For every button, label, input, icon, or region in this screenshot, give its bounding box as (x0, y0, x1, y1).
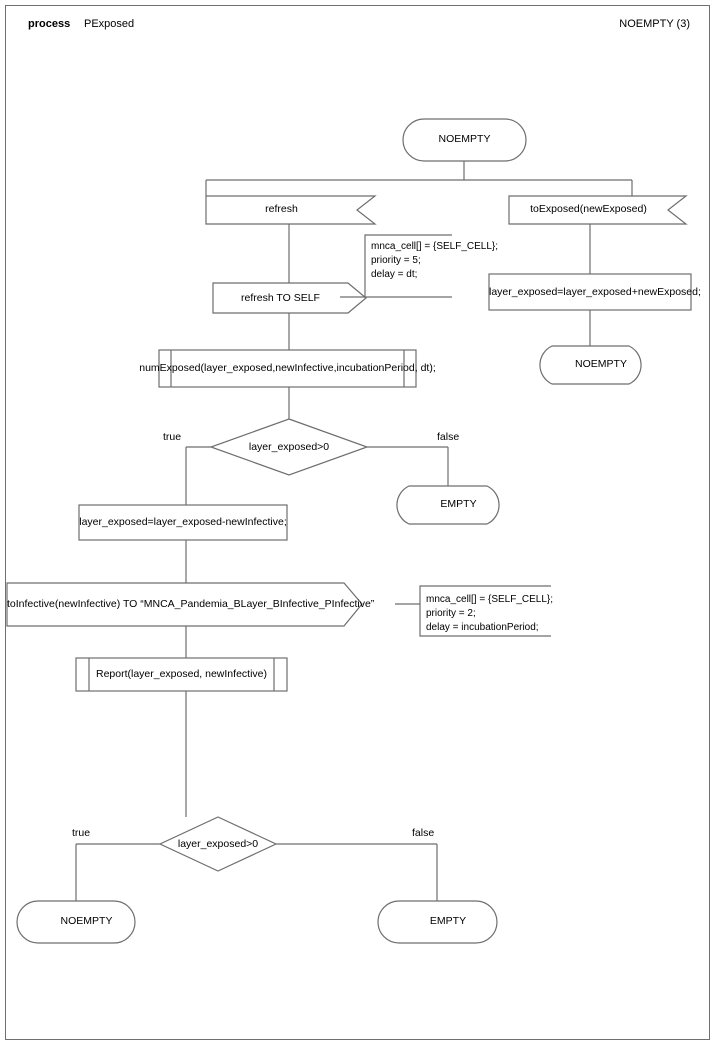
decision-2-false-label: false (412, 827, 435, 839)
state-empty-end-label: EMPTY (429, 915, 467, 927)
procedure-numexposed (158, 349, 417, 388)
decision-2-true-label: true (72, 827, 91, 839)
header-kind: process (28, 18, 71, 30)
decision-1-true-label: true (163, 431, 182, 443)
decision-1-false-label: false (437, 431, 460, 443)
input-toexposed (508, 195, 688, 225)
output-refresh-to-self-label: refresh TO SELF (241, 292, 320, 304)
decision-1-label: layer_exposed>0 (248, 441, 330, 453)
state-noempty-start-label: NOEMPTY (438, 133, 491, 145)
procedure-report (75, 657, 288, 692)
task-subtract-infective-label: layer_exposed=layer_exposed-newInfective… (79, 516, 287, 528)
comment-2-label: mnca_cell[] = {SELF_CELL}; priority = 2;… (426, 594, 554, 633)
state-noempty-right-label: NOEMPTY (575, 358, 627, 370)
task-add-exposed (488, 273, 692, 311)
state-empty-middle (396, 485, 500, 525)
comment-box-2 (419, 585, 551, 637)
state-noempty-start (402, 118, 527, 162)
output-refresh-to-self (212, 282, 367, 314)
procedure-numexposed-label: numExposed(layer_exposed,newInfective,in… (139, 362, 436, 374)
page-border (5, 5, 710, 1040)
output-toinfective (6, 582, 363, 627)
procedure-report-label: Report(layer_exposed, newInfective) (95, 668, 267, 680)
decision-layer-exposed-1 (209, 418, 369, 476)
header-process-name: PExposed (84, 18, 135, 30)
state-noempty-right (539, 345, 642, 385)
output-toinfective-label: toInfective(newInfective) TO “MNCA_Pande… (7, 598, 375, 610)
header-page-reference: NOEMPTY (3) (619, 18, 690, 30)
state-noempty-end (16, 900, 136, 944)
task-add-exposed-label: layer_exposed=layer_exposed+newExposed; (489, 286, 701, 298)
state-noempty-end-label: NOEMPTY (60, 915, 113, 927)
state-empty-middle-label: EMPTY (440, 498, 477, 510)
state-empty-end (377, 900, 498, 944)
input-refresh (205, 195, 377, 225)
comment-box-1 (364, 234, 452, 298)
input-refresh-label: refresh (265, 203, 298, 215)
decision-layer-exposed-2 (158, 816, 278, 872)
comment-1-label: mnca_cell[] = {SELF_CELL}; priority = 5;… (371, 241, 499, 280)
input-toexposed-label: toExposed(newExposed) (530, 203, 647, 215)
task-subtract-infective (78, 504, 288, 541)
decision-2-label: layer_exposed>0 (177, 838, 259, 850)
